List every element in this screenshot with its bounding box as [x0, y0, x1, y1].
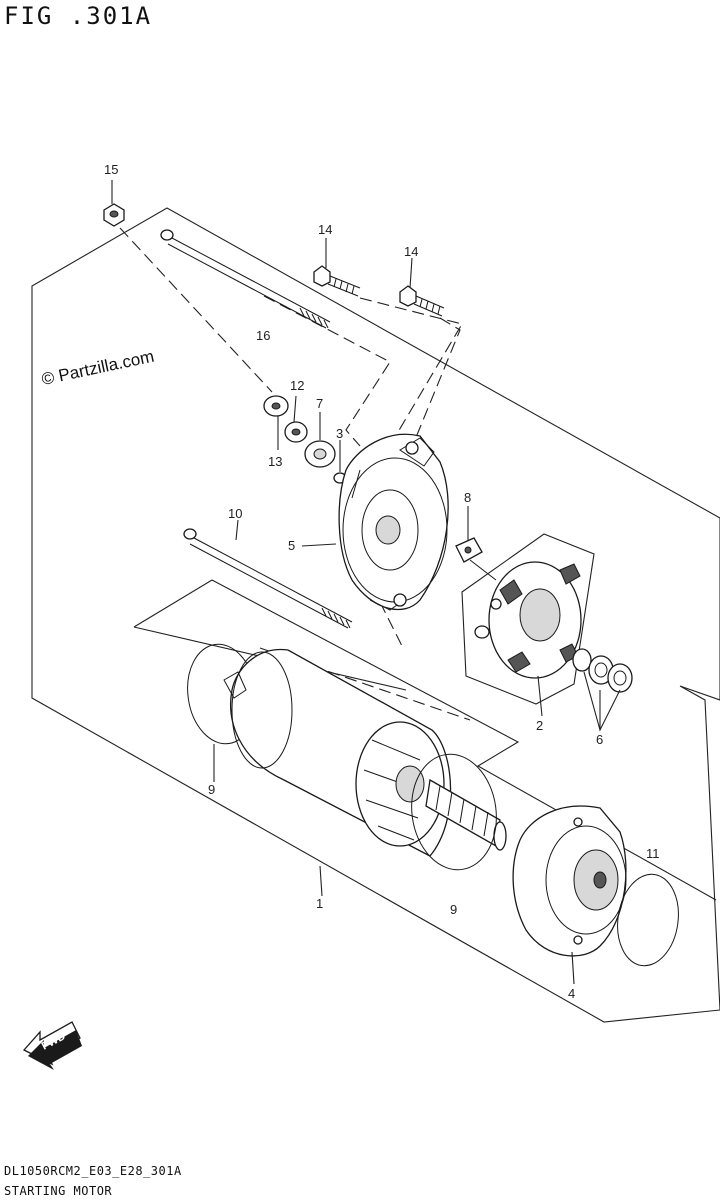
- callout-1: 1: [316, 896, 323, 911]
- washer-12: [284, 421, 308, 443]
- nut-part: [103, 203, 125, 227]
- callout-11: 11: [646, 846, 660, 861]
- o-ring-9-right: [411, 753, 497, 871]
- brush-group-frame: [461, 533, 595, 705]
- callout-6: 6: [596, 732, 603, 747]
- leader-lines: [111, 180, 621, 985]
- dash-line-housing-down: [379, 601, 405, 651]
- callout-16: 16: [256, 328, 270, 343]
- callout-9-left: 9: [208, 782, 215, 797]
- callout-15: 15: [104, 162, 118, 177]
- figure-title: FIG .301A: [4, 2, 153, 30]
- washer-13: [263, 395, 289, 417]
- callout-8: 8: [464, 490, 471, 505]
- brush-plate-part-2: [474, 561, 582, 679]
- bolt-14-left: [313, 265, 361, 297]
- o-ring-11: [617, 873, 679, 967]
- bushing-7: [304, 440, 336, 468]
- callout-4: 4: [568, 986, 575, 1001]
- callout-3: 3: [336, 426, 343, 441]
- drawing-code: DL1050RCM2_E03_E28_301A: [4, 1164, 182, 1178]
- callout-9-right: 9: [450, 902, 457, 917]
- callout-14-right: 14: [404, 244, 418, 259]
- fwd-arrow-badge: FWD: [22, 1021, 82, 1070]
- callout-12: 12: [290, 378, 304, 393]
- long-bolt-middle: [183, 528, 353, 629]
- callout-5: 5: [288, 538, 295, 553]
- washers-part-6: [572, 648, 633, 693]
- rear-housing-part-5: [338, 433, 449, 611]
- callout-14-left: 14: [318, 222, 332, 237]
- callout-7: 7: [316, 396, 323, 411]
- long-bolt-top: [160, 229, 331, 329]
- front-housing-part-4: [512, 805, 627, 957]
- dash-line-nut-to-bolt: [119, 227, 273, 393]
- terminal-part-8: [455, 537, 497, 581]
- armature: [355, 721, 507, 851]
- assembly-frame-outer: [31, 207, 720, 1023]
- dash-line-bolt14b: [409, 317, 461, 453]
- callout-10: 10: [228, 506, 242, 521]
- bolt-14-right: [399, 285, 445, 317]
- dash-line-10-top: [263, 295, 391, 447]
- callout-2: 2: [536, 718, 543, 733]
- callout-13: 13: [268, 454, 282, 469]
- drawing-name: STARTING MOTOR: [4, 1184, 113, 1198]
